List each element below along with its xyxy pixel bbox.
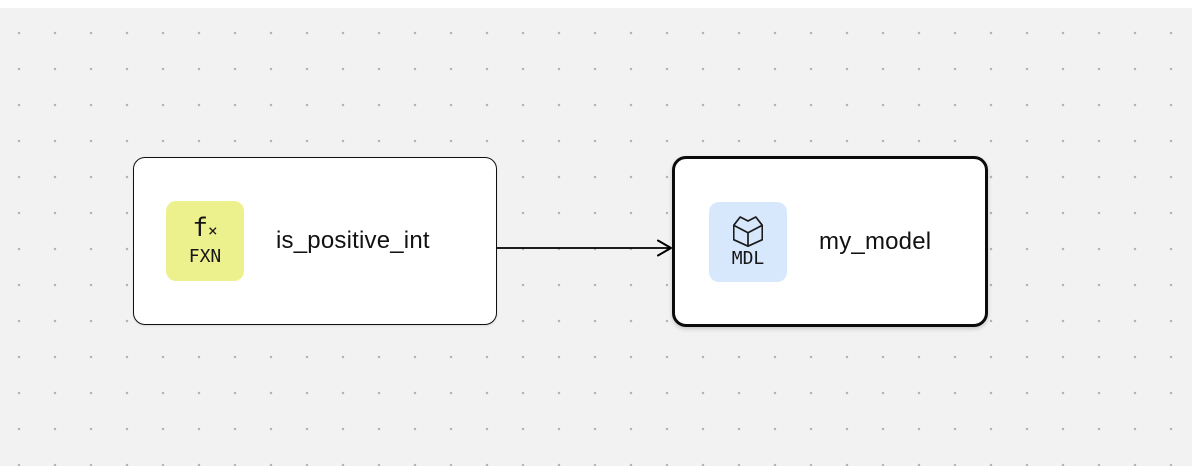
function-icon: f× FXN [166,201,244,281]
node-type-badge: FXN [188,246,222,267]
cube-icon: MDL [709,201,787,282]
node-my-model[interactable]: MDL my_model [672,156,988,327]
fx-glyph: f× [192,213,218,243]
node-is-positive-int[interactable]: f× FXN is_positive_int [133,157,497,325]
canvas-top-edge [0,0,1192,8]
node-label: is_positive_int [276,227,430,254]
node-label: my_model [819,227,932,255]
cube-glyph [733,215,763,247]
canvas-bottom-edge [0,466,1192,472]
node-type-badge: MDL [731,247,765,269]
